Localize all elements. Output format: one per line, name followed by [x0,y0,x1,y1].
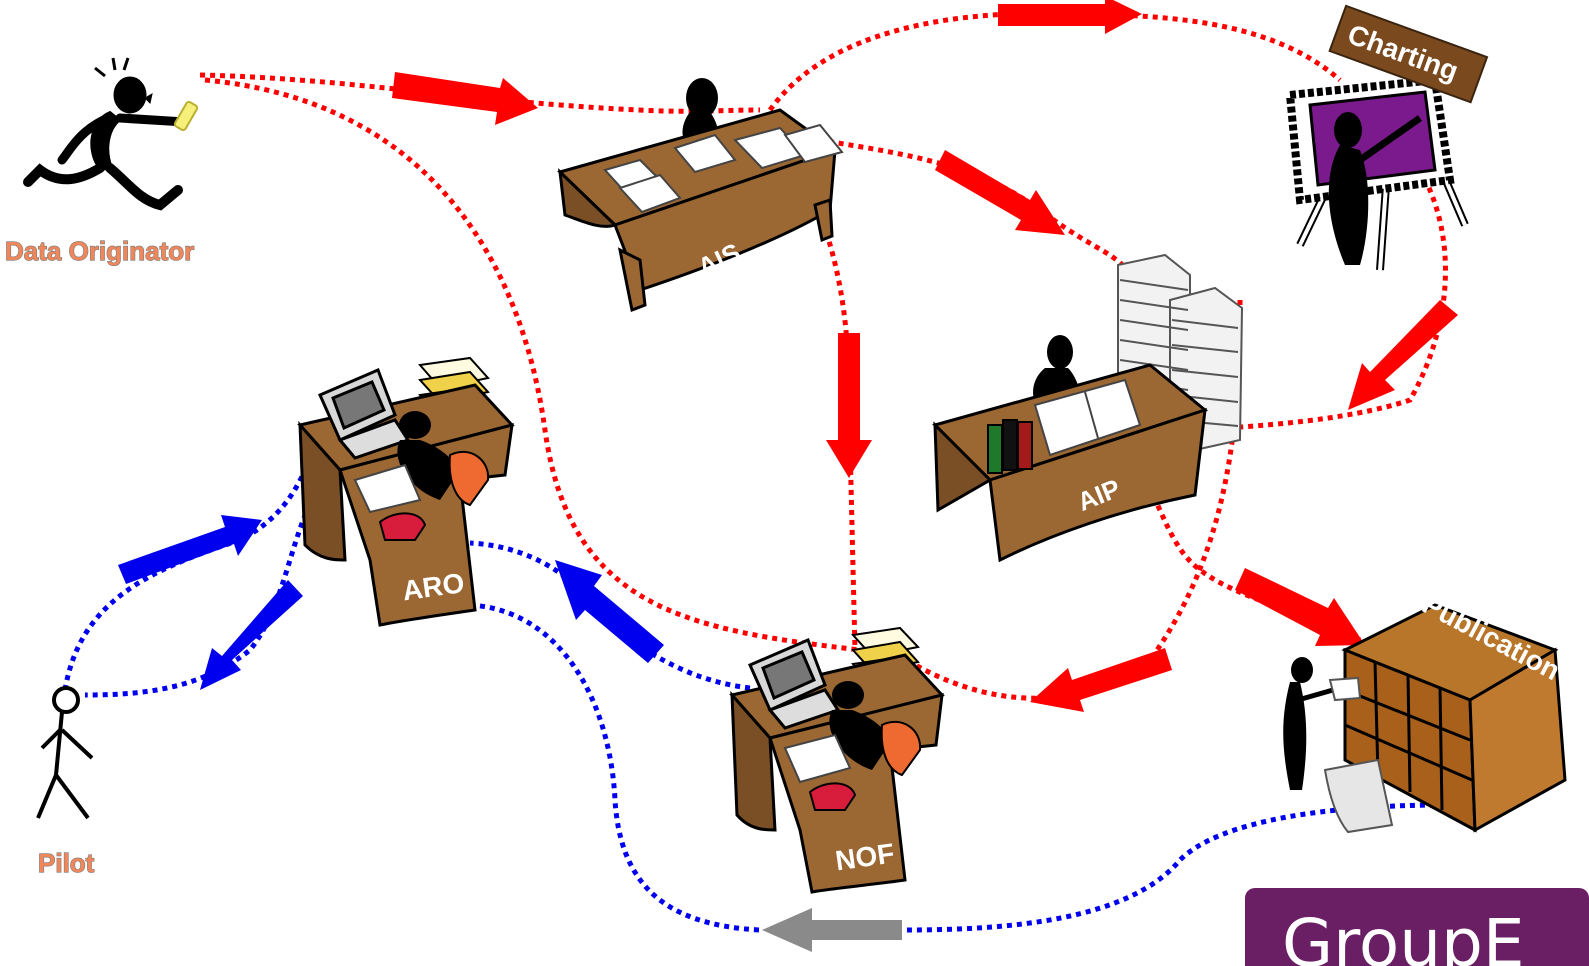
data-originator-figure [23,57,199,211]
red-arrow-ais-nof [826,333,872,478]
flow-aro-to-pilot [84,468,332,698]
publication-paper-pile [1323,758,1394,834]
flow-charting-to-aip [1109,168,1448,435]
red-arrow-aip-nof [1030,648,1172,712]
blue-arrows [118,515,664,690]
flow-ais-to-charting [767,11,1342,112]
data-originator-label: Data Originator [5,236,194,266]
blue-arrow-pilot-aro [118,515,262,584]
red-arrows [392,0,1458,712]
charting-sign [1328,4,1489,104]
nof-desk: NOF [729,626,945,894]
pilot-figure [36,686,94,820]
group-logo: GroupE [1245,888,1589,966]
charting-easel: Charting [1285,4,1489,271]
grey-arrow-publication-flow [762,908,902,952]
aro-computer [318,368,411,460]
blue-arrow-aro-pilot [200,580,303,690]
red-arrow-charting-aip [1348,300,1458,410]
aro-desk: ARO [297,356,515,627]
aro-telephone [378,512,427,541]
aip-open-book [1033,378,1142,457]
flow-aro-to-bottom [469,602,761,933]
pilot-label: Pilot [38,848,95,878]
ais-papers [603,123,844,214]
flow-originator-to-nof [204,77,861,653]
nof-telephone [808,782,857,811]
red-arrow-aip-publication [1235,568,1365,646]
red-arrow-ais-aip [935,150,1065,235]
aip-desk: AIP [932,253,1244,563]
nof-computer [748,638,841,730]
group-logo-text: GroupE [1282,905,1525,966]
ais-desk: AIS [557,78,844,313]
aip-books [987,419,1033,474]
red-arrow-originator-ais [392,72,538,125]
red-arrow-ais-charting [998,0,1142,34]
blue-arrow-nof-aro [555,560,664,663]
